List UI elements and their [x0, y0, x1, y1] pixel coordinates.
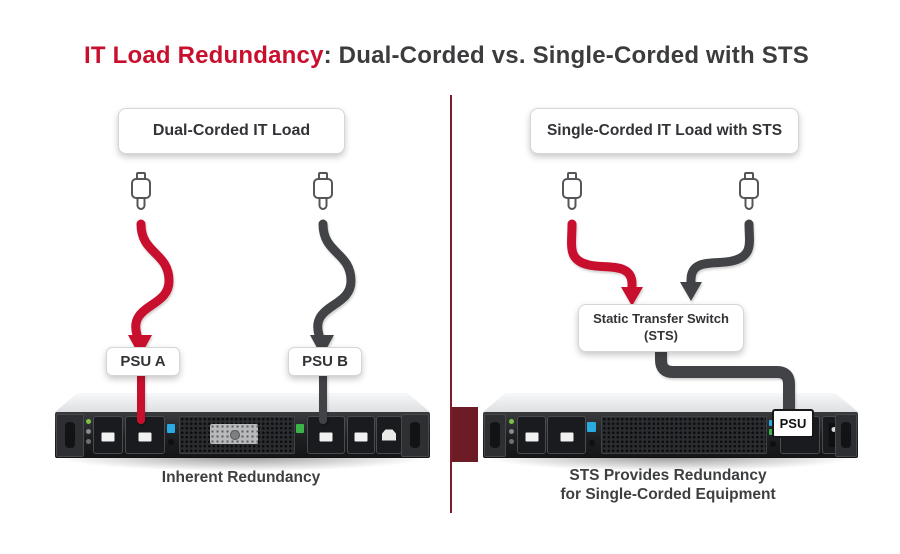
arrowhead-down-icon [680, 282, 702, 301]
rack-ear-handle [410, 422, 420, 448]
arrowhead-down-icon [621, 287, 643, 306]
rack-ear-handle [65, 422, 75, 448]
port-dot [168, 439, 174, 445]
cable-red-left [131, 219, 174, 340]
power-plug-icon [739, 172, 759, 210]
led-indicator [86, 439, 91, 444]
power-rocker-switch [828, 423, 840, 447]
server-shadow [58, 457, 427, 471]
led-indicator [509, 439, 514, 444]
psu-bay-clip [319, 432, 333, 442]
server-left [55, 393, 430, 471]
psu-bay-clip [138, 432, 152, 442]
led-indicator [509, 429, 514, 434]
led-indicator [86, 419, 91, 424]
psu-bay-clip [354, 432, 368, 442]
left-caption: Inherent Redundancy [161, 469, 321, 486]
server-psu-bay [125, 416, 165, 454]
panel-divider-line [450, 95, 452, 513]
led-indicator [509, 419, 514, 424]
cable-sts-to-psu [655, 350, 795, 418]
single-corded-header-box: Single-Corded IT Load with STS [530, 108, 799, 154]
psu-a-label-box: PSU A [106, 347, 180, 376]
server-vent-grid [179, 416, 295, 454]
server-psu-bay [347, 416, 375, 454]
power-plug-icon [313, 172, 333, 210]
cable-dark-left [313, 219, 356, 340]
server-rack-ear [835, 414, 857, 457]
c14-inlet-icon [382, 429, 396, 441]
page-title: IT Load Redundancy: Dual-Corded vs. Sing… [84, 42, 809, 70]
psu-b-label-box: PSU B [288, 347, 362, 376]
server-psu-bay [93, 416, 123, 454]
port-accent-blue [587, 422, 596, 432]
rack-ear-handle [841, 422, 851, 448]
page-title-highlight: IT Load Redundancy [84, 42, 324, 69]
power-inlet-socket [376, 416, 402, 454]
arrowhead-down-icon [310, 335, 334, 357]
led-indicator [86, 429, 91, 434]
server-rack-ear [401, 414, 429, 457]
server-rack-ear [56, 414, 84, 457]
right-caption-line2: for Single-Corded Equipment [560, 486, 776, 504]
port-accent-green [296, 424, 304, 433]
dual-corded-header-box: Dual-Corded IT Load [118, 108, 345, 154]
server-psu-tag: PSU [772, 409, 814, 438]
server-right [483, 393, 858, 471]
port-accent-blue [167, 424, 175, 433]
power-plug-icon [131, 172, 151, 210]
rack-ear-handle [490, 422, 500, 448]
sts-label-line2: (STS) [644, 328, 678, 343]
server-top-face [483, 393, 858, 412]
right-caption: STS Provides Redundancy for Single-Corde… [528, 466, 808, 505]
psu-bay-clip [525, 432, 538, 442]
server-front-face [483, 412, 858, 458]
server-top-face [55, 393, 430, 412]
psu-bay-clip [560, 432, 573, 442]
server-psu-bay [547, 416, 586, 454]
psu-bay-clip [101, 432, 115, 442]
server-front-face [55, 412, 430, 458]
arrowhead-down-icon [128, 335, 152, 357]
page-title-rest: : Dual-Corded vs. Single-Corded with STS [323, 42, 809, 69]
server-shadow [486, 457, 855, 471]
sts-label-line1: Static Transfer Switch [593, 311, 729, 327]
server-rack-ear [484, 414, 506, 457]
right-caption-line1: STS Provides Redundancy [569, 467, 767, 484]
power-plug-icon [562, 172, 582, 210]
panel-divider-accent-block [452, 407, 478, 462]
port-dot [770, 441, 776, 447]
cable-red-right [567, 219, 637, 293]
cable-dark-right [686, 219, 754, 288]
panel-screw [230, 430, 240, 440]
server-psu-bay [517, 416, 546, 454]
server-vent-grid [601, 416, 767, 454]
port-dot [589, 440, 595, 446]
sts-label-box: Static Transfer Switch (STS) [578, 304, 744, 352]
